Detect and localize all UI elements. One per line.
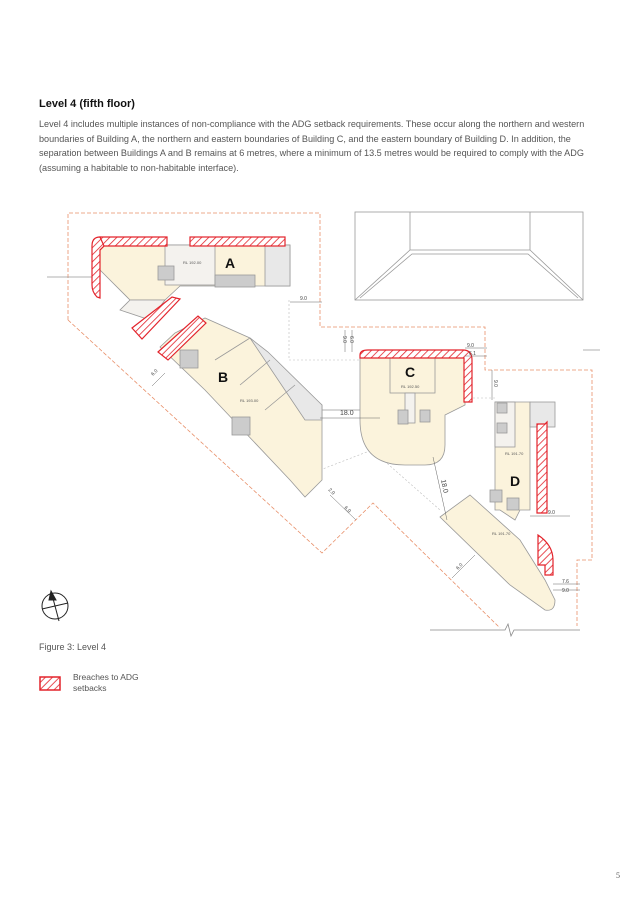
legend-label: Breaches to ADG setbacks [73, 672, 139, 693]
dim-b-south-2: 6.0 [343, 505, 352, 514]
dim-b-c-separation: 18.0 [340, 410, 354, 417]
legend: Breaches to ADG setbacks [39, 672, 143, 694]
dim-d-se-2: 9.0 [562, 588, 569, 594]
dim-d-south: 6.0 [455, 562, 464, 571]
breach-hatch-swatch-icon [39, 676, 61, 691]
dim-b-south-1: 2.0 [327, 487, 336, 496]
dimension-lines [151, 301, 580, 591]
break-line [430, 622, 580, 638]
building-a-label: A [225, 255, 235, 271]
dim-d-se-1: 7.6 [562, 579, 569, 585]
building-c [359, 357, 466, 466]
section-paragraph: Level 4 includes multiple instances of n… [39, 119, 585, 173]
dim-d-north: 9.0 [492, 380, 498, 387]
building-d-label: D [510, 473, 520, 489]
breach-hatch-building-b [157, 315, 207, 361]
building-b-label: B [218, 369, 228, 385]
dim-c-east-2: 6.1 [469, 351, 476, 357]
level-c: RL 192.50 [401, 384, 420, 389]
dim-b-west: 6.0 [150, 368, 159, 377]
building-b [159, 317, 323, 498]
level-b: RL 193.00 [240, 398, 259, 403]
dim-c-north-2: 9.0 [341, 336, 347, 343]
level-a: RL 192.00 [183, 260, 202, 265]
dim-c-east-1: 9.0 [467, 343, 474, 349]
breach-hatch-building-c [359, 349, 473, 403]
dim-a-east: 9.0 [300, 296, 307, 302]
site-boundary [67, 212, 593, 629]
section-heading: Level 4 (fifth floor) [39, 98, 135, 110]
level-d-upper: RL 191.70 [505, 451, 524, 456]
dim-d-east: 9.0 [548, 510, 555, 516]
building-d [439, 401, 556, 611]
dim-c-d-separation: 18.0 [439, 479, 449, 494]
level-d-lower: RL 191.70 [492, 531, 511, 536]
page-number: 5 [616, 871, 620, 880]
breach-hatch-building-a [91, 236, 286, 340]
building-c-label: C [405, 364, 415, 380]
figure-caption: Figure 3: Level 4 [39, 642, 107, 652]
breach-hatch-building-d [536, 420, 554, 576]
north-arrow-icon [41, 589, 69, 622]
dim-c-north-1: 6.0 [348, 336, 354, 343]
building-a [99, 244, 291, 321]
existing-building [354, 211, 600, 351]
